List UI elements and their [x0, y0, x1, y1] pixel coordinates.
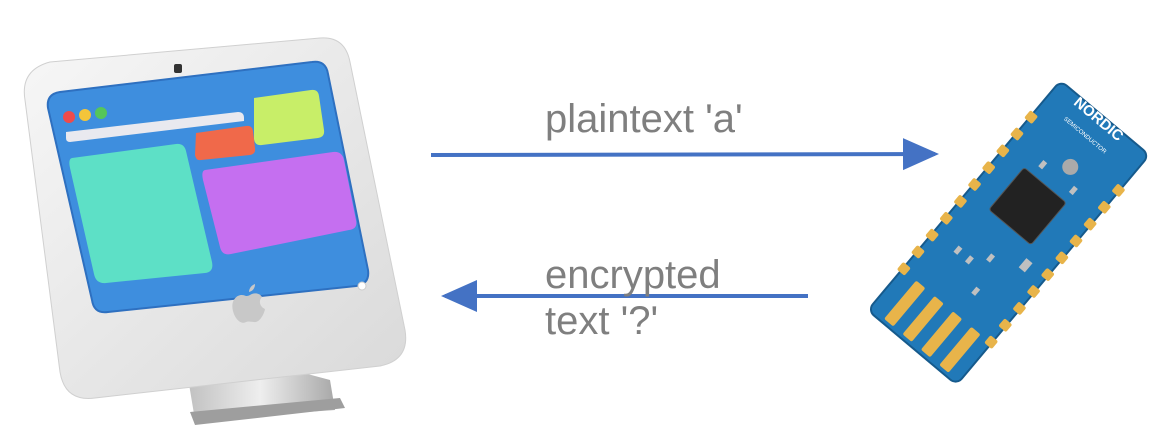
arrow-right-icon — [430, 138, 939, 171]
encrypted-label-line1: encrypted — [545, 253, 721, 297]
usb-dongle-icon: NORDIC SEMICONDUCTOR — [869, 82, 1148, 383]
encrypted-label: encrypted text '?' — [545, 252, 721, 344]
computer-icon — [23, 37, 407, 425]
encrypted-label-line2: text '?' — [545, 299, 659, 343]
plaintext-label: plaintext 'a' — [545, 97, 743, 141]
apple-logo-icon — [232, 284, 265, 323]
